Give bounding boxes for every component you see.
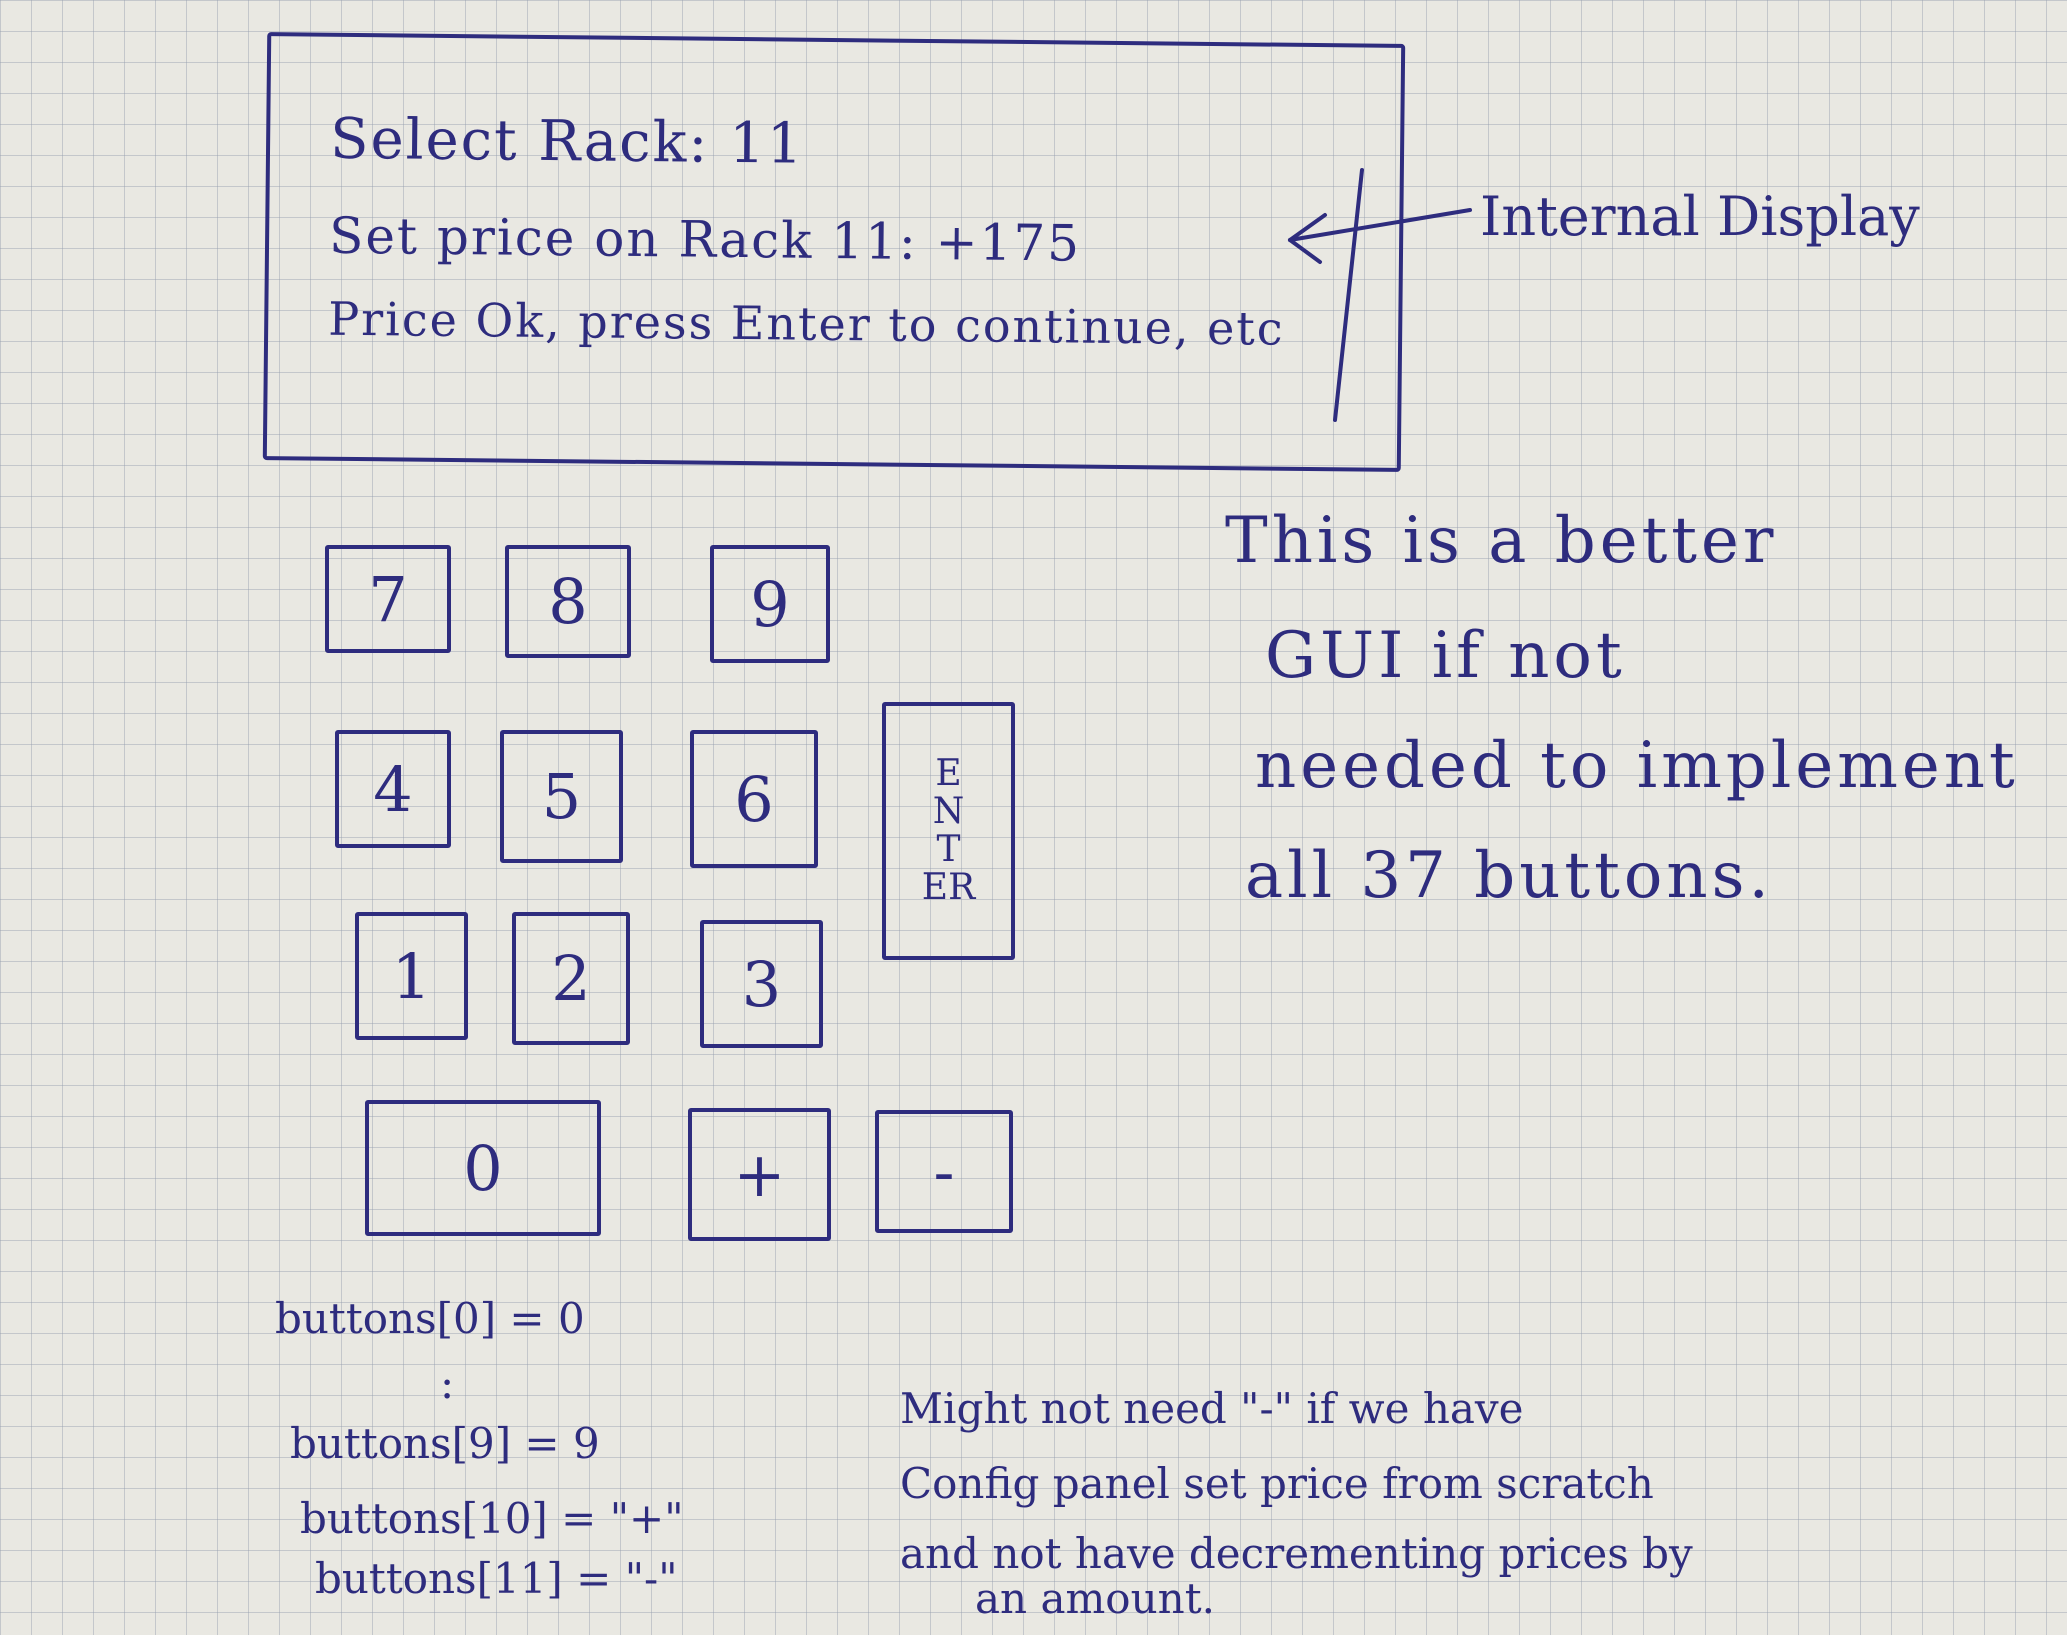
display-line-set-price: Set price on Rack 11: +175 xyxy=(328,206,1082,273)
enter-key[interactable]: E N T ER xyxy=(882,702,1015,960)
key-8[interactable]: 8 xyxy=(505,545,631,658)
display-line-price-ok: Price Ok, press Enter to continue, etc xyxy=(327,291,1285,356)
internal-display-label: Internal Display xyxy=(1480,185,1920,248)
display-line-select-rack: Select Rack: 11 xyxy=(329,106,805,177)
note-line-1: This is a better xyxy=(1225,504,1778,578)
enter-letter-t: T xyxy=(936,829,961,870)
bottom-note-line-4: an amount. xyxy=(975,1574,1215,1623)
key-plus[interactable]: + xyxy=(688,1108,831,1241)
internal-display-box: Select Rack: 11 Set price on Rack 11: +1… xyxy=(262,32,1406,472)
key-2[interactable]: 2 xyxy=(512,912,630,1045)
enter-letter-er: ER xyxy=(921,867,976,908)
code-line-1: buttons[0] = 0 xyxy=(275,1294,585,1343)
key-0[interactable]: 0 xyxy=(365,1100,601,1236)
note-line-4: all 37 buttons. xyxy=(1245,839,1773,913)
enter-letter-n: N xyxy=(932,791,965,832)
key-3[interactable]: 3 xyxy=(700,920,823,1048)
key-6[interactable]: 6 xyxy=(690,730,818,868)
bottom-note-line-3: and not have decrementing prices by xyxy=(900,1529,1693,1578)
code-line-2: : xyxy=(440,1359,455,1408)
enter-letter-e: E xyxy=(935,753,962,794)
note-line-2: GUI if not xyxy=(1265,619,1626,693)
key-9[interactable]: 9 xyxy=(710,545,830,663)
code-line-3: buttons[9] = 9 xyxy=(290,1419,600,1468)
code-line-5: buttons[11] = "-" xyxy=(315,1554,678,1603)
key-7[interactable]: 7 xyxy=(325,545,451,653)
bottom-note-line-2: Config panel set price from scratch xyxy=(900,1459,1654,1508)
key-4[interactable]: 4 xyxy=(335,730,451,848)
note-line-3: needed to implement xyxy=(1255,729,2019,803)
code-line-4: buttons[10] = "+" xyxy=(300,1494,684,1543)
key-5[interactable]: 5 xyxy=(500,730,623,863)
key-minus[interactable]: - xyxy=(875,1110,1013,1233)
bottom-note-line-1: Might not need "-" if we have xyxy=(900,1384,1524,1433)
key-1[interactable]: 1 xyxy=(355,912,468,1040)
